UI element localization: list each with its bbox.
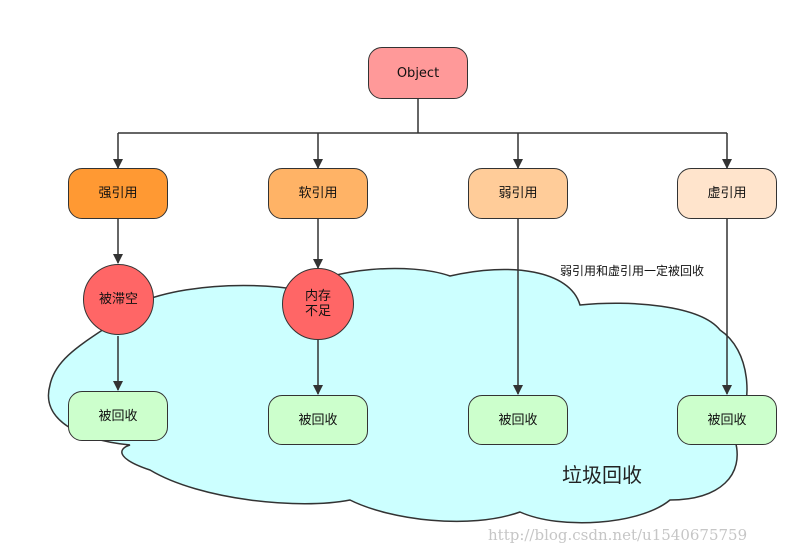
node-phantom-reference: 虚引用: [677, 168, 777, 219]
annotation-weak-phantom: 弱引用和虚引用一定被回收: [559, 264, 704, 278]
cloud-label: 垃圾回收: [562, 463, 642, 487]
node-soft-reference: 软引用: [268, 168, 368, 219]
node-soft-condition: 内存 不足: [282, 268, 354, 340]
node-strong-reference: 强引用: [68, 168, 168, 219]
node-collected-strong: 被回收: [68, 391, 168, 441]
node-collected-phantom: 被回收: [677, 395, 777, 445]
node-object: Object: [368, 47, 468, 99]
watermark: http://blog.csdn.net/u1540675759: [488, 526, 748, 544]
node-collected-weak: 被回收: [468, 395, 568, 445]
node-collected-soft: 被回收: [268, 395, 368, 445]
gc-cloud: [47, 267, 748, 524]
node-strong-condition: 被滞空: [83, 264, 154, 335]
node-weak-reference: 弱引用: [468, 168, 568, 219]
